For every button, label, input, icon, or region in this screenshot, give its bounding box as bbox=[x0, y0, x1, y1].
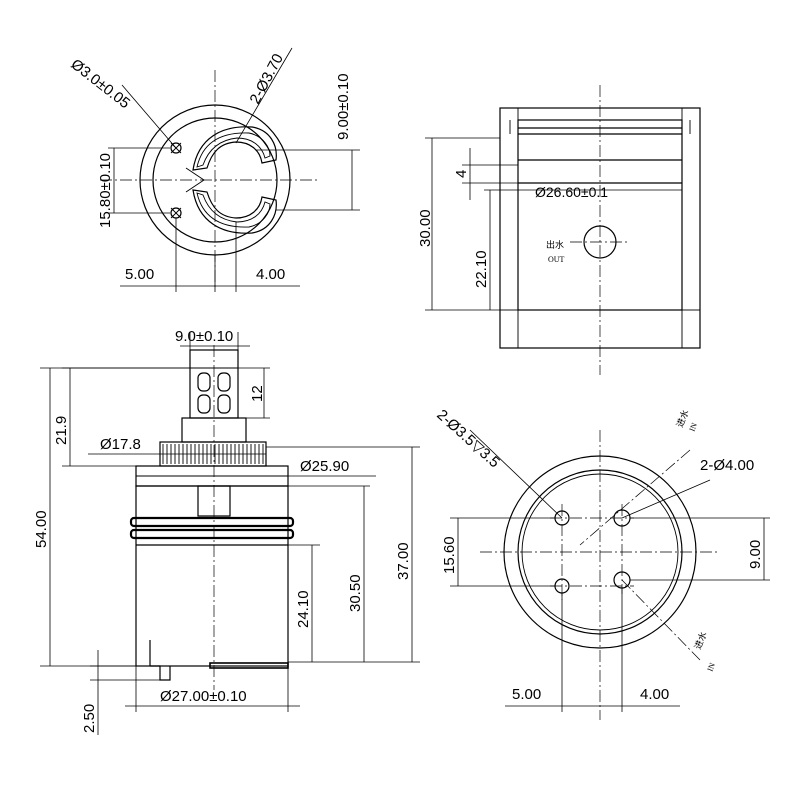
vertical-right-label: 9.00 bbox=[747, 540, 764, 569]
vertical-left-label: 15.60 bbox=[441, 536, 458, 574]
upper-port-outline bbox=[192, 126, 277, 171]
total-height-label: 54.00 bbox=[33, 510, 50, 548]
outlet-en-label: OUT bbox=[548, 255, 565, 264]
top-view: Ø3.0±0.05 2-Ø3.70 15.80±0.10 9.00±0.10 5… bbox=[68, 47, 360, 292]
inlet-en-label-1: IN bbox=[688, 421, 700, 432]
top-height-label: 21.9 bbox=[53, 416, 70, 445]
outlet-hole bbox=[583, 225, 617, 259]
body-height-label: 37.00 bbox=[395, 542, 412, 580]
offset-label: 9.00±0.10 bbox=[335, 73, 352, 140]
left-dist-label: 5.00 bbox=[125, 266, 154, 283]
groove-label: 4 bbox=[453, 170, 470, 178]
total-height-label: 30.00 bbox=[417, 209, 434, 247]
section-view: 出水 OUT 30.00 4 22.10 Ø26.60±0.1 bbox=[417, 85, 701, 375]
inlet-holes-label: 2-Ø3.5▽3.5 bbox=[433, 406, 503, 471]
right-dist-label: 4.00 bbox=[256, 266, 285, 283]
lower-port-outline bbox=[192, 189, 277, 234]
stem-width-label: 9.0±0.10 bbox=[175, 328, 233, 345]
side-view: 9.0±0.10 12 21.9 Ø17.8 Ø25.90 54.00 37.0… bbox=[33, 328, 420, 735]
inlet-cn-label-2: 进水 bbox=[692, 630, 710, 651]
stem-height-label: 12 bbox=[249, 385, 266, 402]
hole-dia-label: Ø3.0±0.05 bbox=[68, 56, 134, 112]
spline-dia-label: Ø17.8 bbox=[100, 436, 141, 453]
base-dia-label: Ø27.00±0.10 bbox=[160, 688, 247, 705]
inner-dia-label: Ø26.60±0.1 bbox=[535, 184, 608, 200]
outlet-height-label: 22.10 bbox=[473, 250, 490, 288]
inlet-en-label-2: IN bbox=[706, 661, 718, 672]
height-a-label: 30.50 bbox=[347, 574, 364, 612]
left-dist-label: 5.00 bbox=[512, 686, 541, 703]
body bbox=[135, 485, 289, 667]
outlet-cn-label: 出水 bbox=[546, 239, 564, 251]
height-label: 15.80±0.10 bbox=[97, 153, 114, 228]
collar-dia-label: Ø25.90 bbox=[300, 458, 349, 475]
outlet-holes-label: 2-Ø4.00 bbox=[700, 457, 754, 474]
right-dist-label: 4.00 bbox=[640, 686, 669, 703]
height-b-label: 24.10 bbox=[295, 590, 312, 628]
base-step-label: 2.50 bbox=[81, 704, 98, 733]
bottom-view: 2-Ø3.5▽3.5 2-Ø4.00 进水 IN 进水 IN 15.60 9.0… bbox=[433, 406, 770, 720]
port-dia-label: 2-Ø3.70 bbox=[247, 51, 287, 107]
